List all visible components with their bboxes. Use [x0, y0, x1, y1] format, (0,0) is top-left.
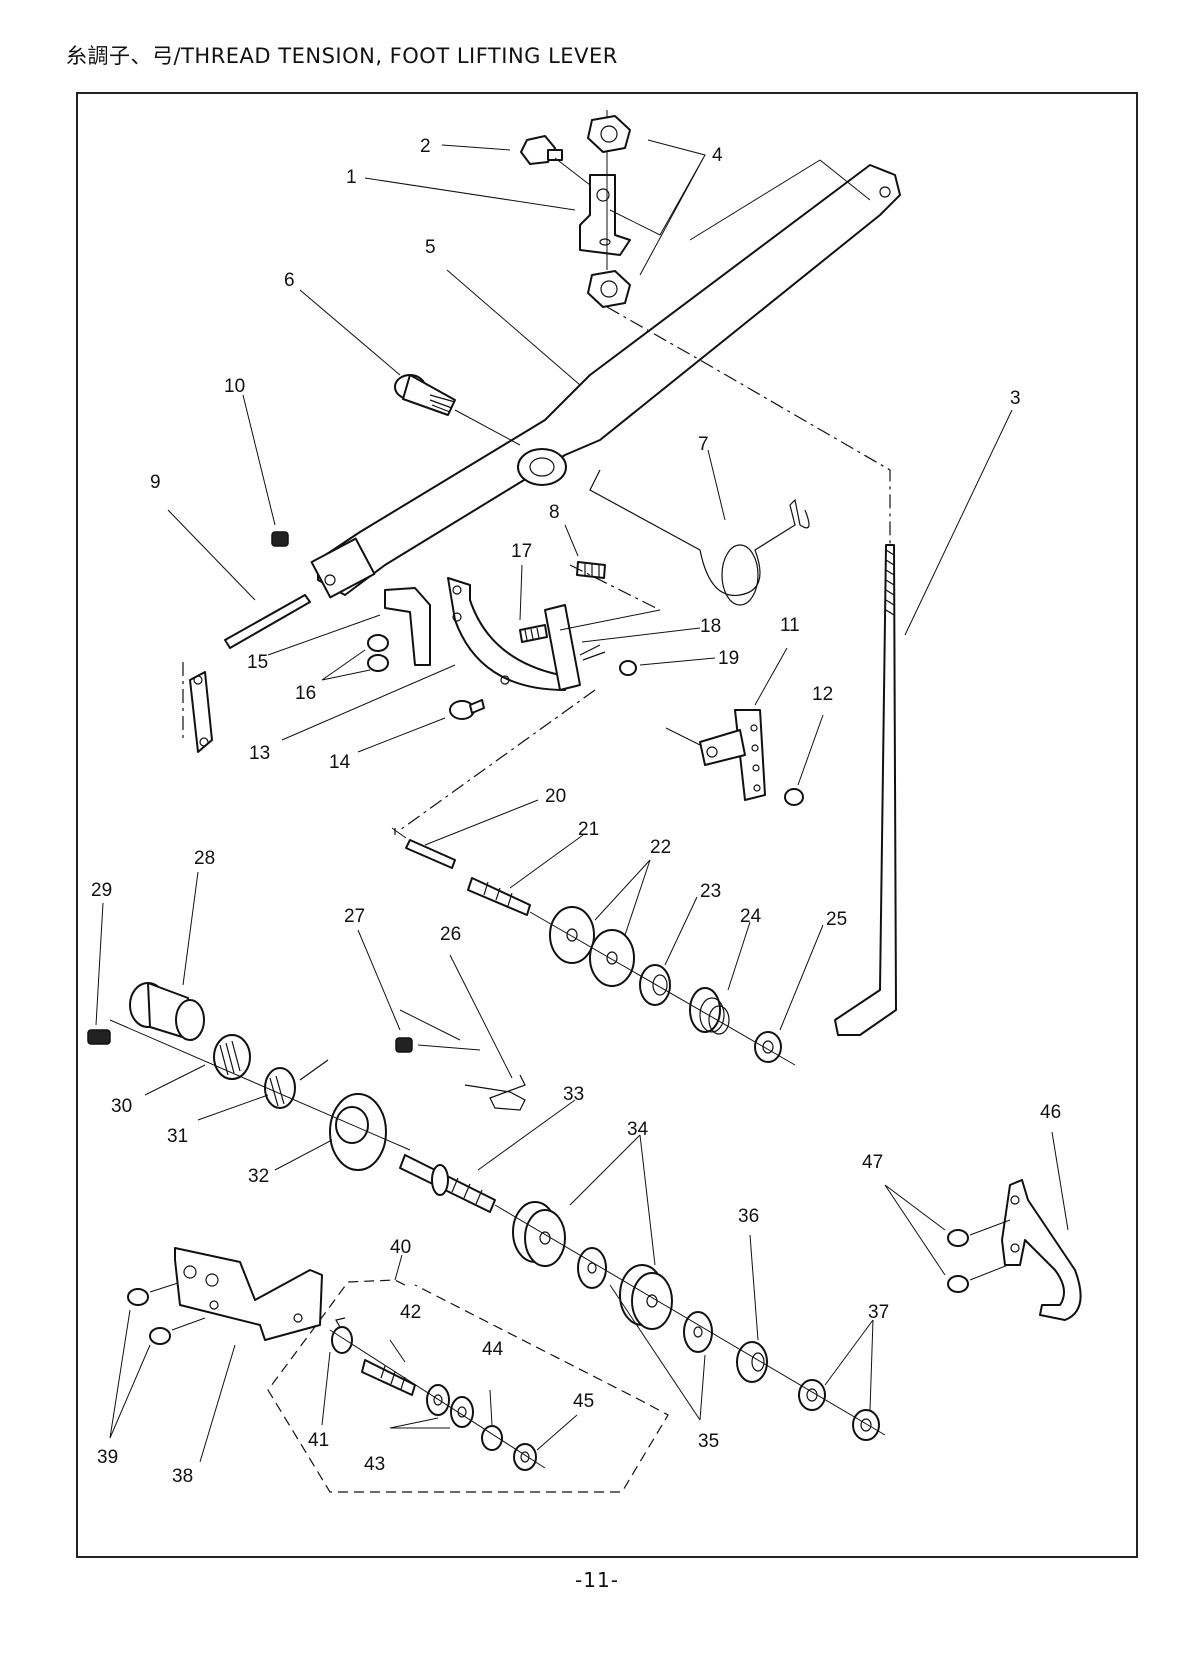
pin-9: [225, 595, 310, 648]
spring-7: [590, 470, 809, 605]
shoulder-screw-6: [395, 375, 455, 415]
set-screw-10: [272, 532, 288, 546]
callout-2: 2: [420, 136, 431, 157]
callout-19: 19: [718, 648, 739, 669]
tension-nut-32: [330, 1094, 386, 1170]
tension-release-36: [737, 1342, 767, 1382]
callout-21: 21: [578, 819, 599, 840]
tension-release-23: [640, 965, 670, 1005]
callout-40: 40: [390, 1237, 411, 1258]
nut-4-upper: [588, 116, 630, 152]
callout-47: 47: [862, 1152, 883, 1173]
set-screw-29: [88, 1030, 110, 1044]
thread-guide-46: [1002, 1180, 1081, 1320]
callout-41: 41: [308, 1430, 329, 1451]
callout-33: 33: [563, 1084, 584, 1105]
tension-discs-22: [550, 907, 634, 986]
callout-26: 26: [440, 924, 461, 945]
callout-9: 9: [150, 472, 161, 493]
callout-39: 39: [97, 1447, 118, 1468]
callout-29: 29: [91, 880, 112, 901]
bracket-screw-2: [521, 136, 562, 164]
screw-19: [620, 661, 636, 675]
stud-21: [468, 878, 530, 915]
callout-20: 20: [545, 786, 566, 807]
callout-18: 18: [700, 616, 721, 637]
callout-43: 43: [364, 1454, 385, 1475]
nut-4-lower: [588, 271, 630, 307]
stopper-41: [332, 1318, 352, 1353]
callout-35: 35: [698, 1431, 719, 1452]
callout-16: 16: [295, 683, 316, 704]
screws-16: [368, 635, 388, 671]
lever-bracket-1: [580, 175, 630, 255]
callout-8: 8: [549, 502, 560, 523]
tension-nut-25: [755, 1032, 781, 1062]
callout-3: 3: [1010, 388, 1021, 409]
nut-45: [514, 1444, 536, 1470]
callout-34: 34: [627, 1119, 649, 1140]
set-screw-27: [396, 1038, 412, 1052]
callout-7: 7: [698, 434, 709, 455]
callout-30: 30: [111, 1096, 132, 1117]
callout-27: 27: [344, 906, 365, 927]
callout-1: 1: [346, 167, 357, 188]
callout-10: 10: [224, 376, 245, 397]
bracket-plate-15: [385, 588, 430, 665]
tension-base-38: [175, 1248, 322, 1340]
callout-46: 46: [1040, 1102, 1061, 1123]
callout-12: 12: [812, 684, 833, 705]
callout-14: 14: [329, 752, 351, 773]
stud-42: [362, 1360, 415, 1395]
callout-38: 38: [172, 1466, 193, 1487]
stud-17: [520, 625, 547, 642]
callout-31: 31: [167, 1126, 188, 1147]
callout-17: 17: [511, 541, 532, 562]
callout-5: 5: [425, 237, 436, 258]
callout-6: 6: [284, 270, 295, 291]
callout-24: 24: [740, 906, 762, 927]
callout-36: 36: [738, 1206, 759, 1227]
callout-15: 15: [247, 652, 268, 673]
lifting-rod-3: [835, 545, 896, 1035]
link-15: [190, 672, 212, 752]
callout-25: 25: [826, 909, 847, 930]
discs-43: [427, 1385, 473, 1427]
screws-39: [128, 1289, 170, 1344]
thread-guide-26: [465, 1075, 525, 1110]
callout-13: 13: [249, 743, 270, 764]
callout-23: 23: [700, 881, 721, 902]
callout-32: 32: [248, 1166, 269, 1187]
callout-22: 22: [650, 837, 671, 858]
callout-4: 4: [712, 145, 723, 166]
screws-47: [948, 1230, 968, 1292]
stud-33: [400, 1155, 495, 1212]
tension-spring-24: [690, 988, 729, 1034]
callout-28: 28: [194, 848, 215, 869]
callout-11: 11: [780, 615, 800, 636]
callout-42: 42: [400, 1302, 421, 1323]
screw-14: [450, 700, 484, 719]
callout-45: 45: [573, 1391, 594, 1412]
screw-12: [785, 789, 803, 805]
tension-bracket-28: [130, 983, 204, 1040]
nuts-37: [799, 1380, 879, 1440]
callout-37: 37: [868, 1302, 889, 1323]
callout-44: 44: [482, 1339, 504, 1360]
bracket-11: [700, 710, 765, 800]
pin-20: [406, 840, 455, 868]
page-number: -11-: [0, 1568, 1194, 1592]
